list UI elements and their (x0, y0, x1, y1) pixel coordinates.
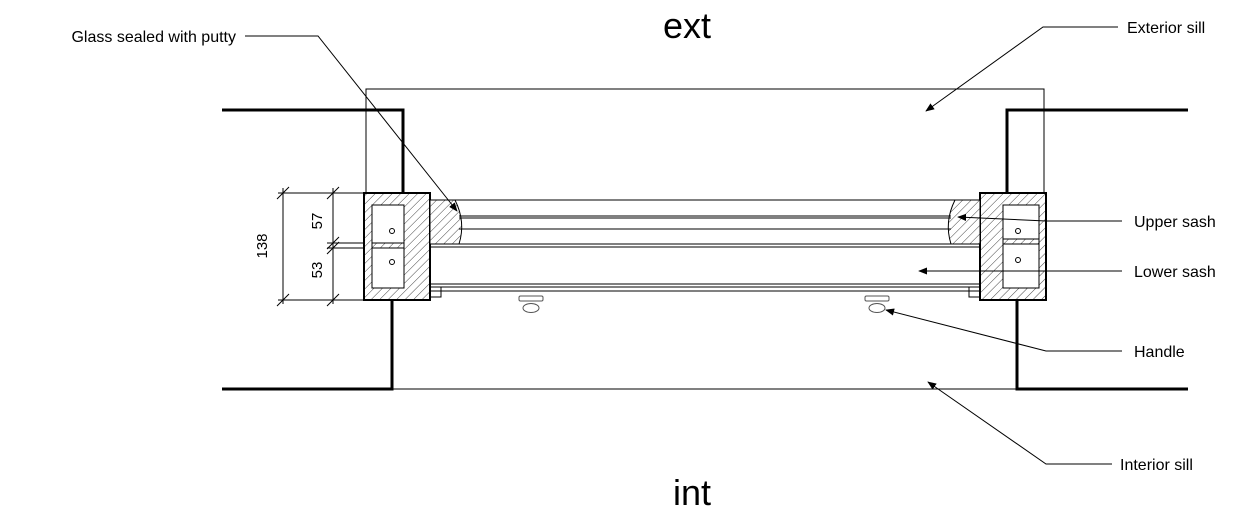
right-frame-jamb (979, 192, 1047, 301)
lower-sash-label: Lower sash (1134, 264, 1216, 281)
exterior-sill-label: Exterior sill (1127, 20, 1205, 37)
dimension-upper: 57 (309, 213, 326, 230)
exterior-label: ext (663, 5, 711, 46)
upper-sash-label: Upper sash (1134, 214, 1216, 231)
lower-sash (429, 246, 981, 298)
handle-right (864, 295, 890, 313)
dimension-lower: 53 (309, 262, 326, 279)
dimension-lines (276, 186, 364, 307)
interior-label: int (673, 472, 711, 513)
exterior-sill (365, 88, 1045, 193)
dimension-total: 138 (254, 233, 271, 258)
leader-lines (245, 26, 1122, 465)
interior-sill-label: Interior sill (1120, 457, 1193, 474)
left-frame-jamb (363, 192, 431, 301)
handle-left (518, 295, 544, 313)
handle-label: Handle (1134, 344, 1185, 361)
glass-label: Glass sealed with putty (71, 29, 236, 46)
upper-sash (429, 199, 981, 245)
